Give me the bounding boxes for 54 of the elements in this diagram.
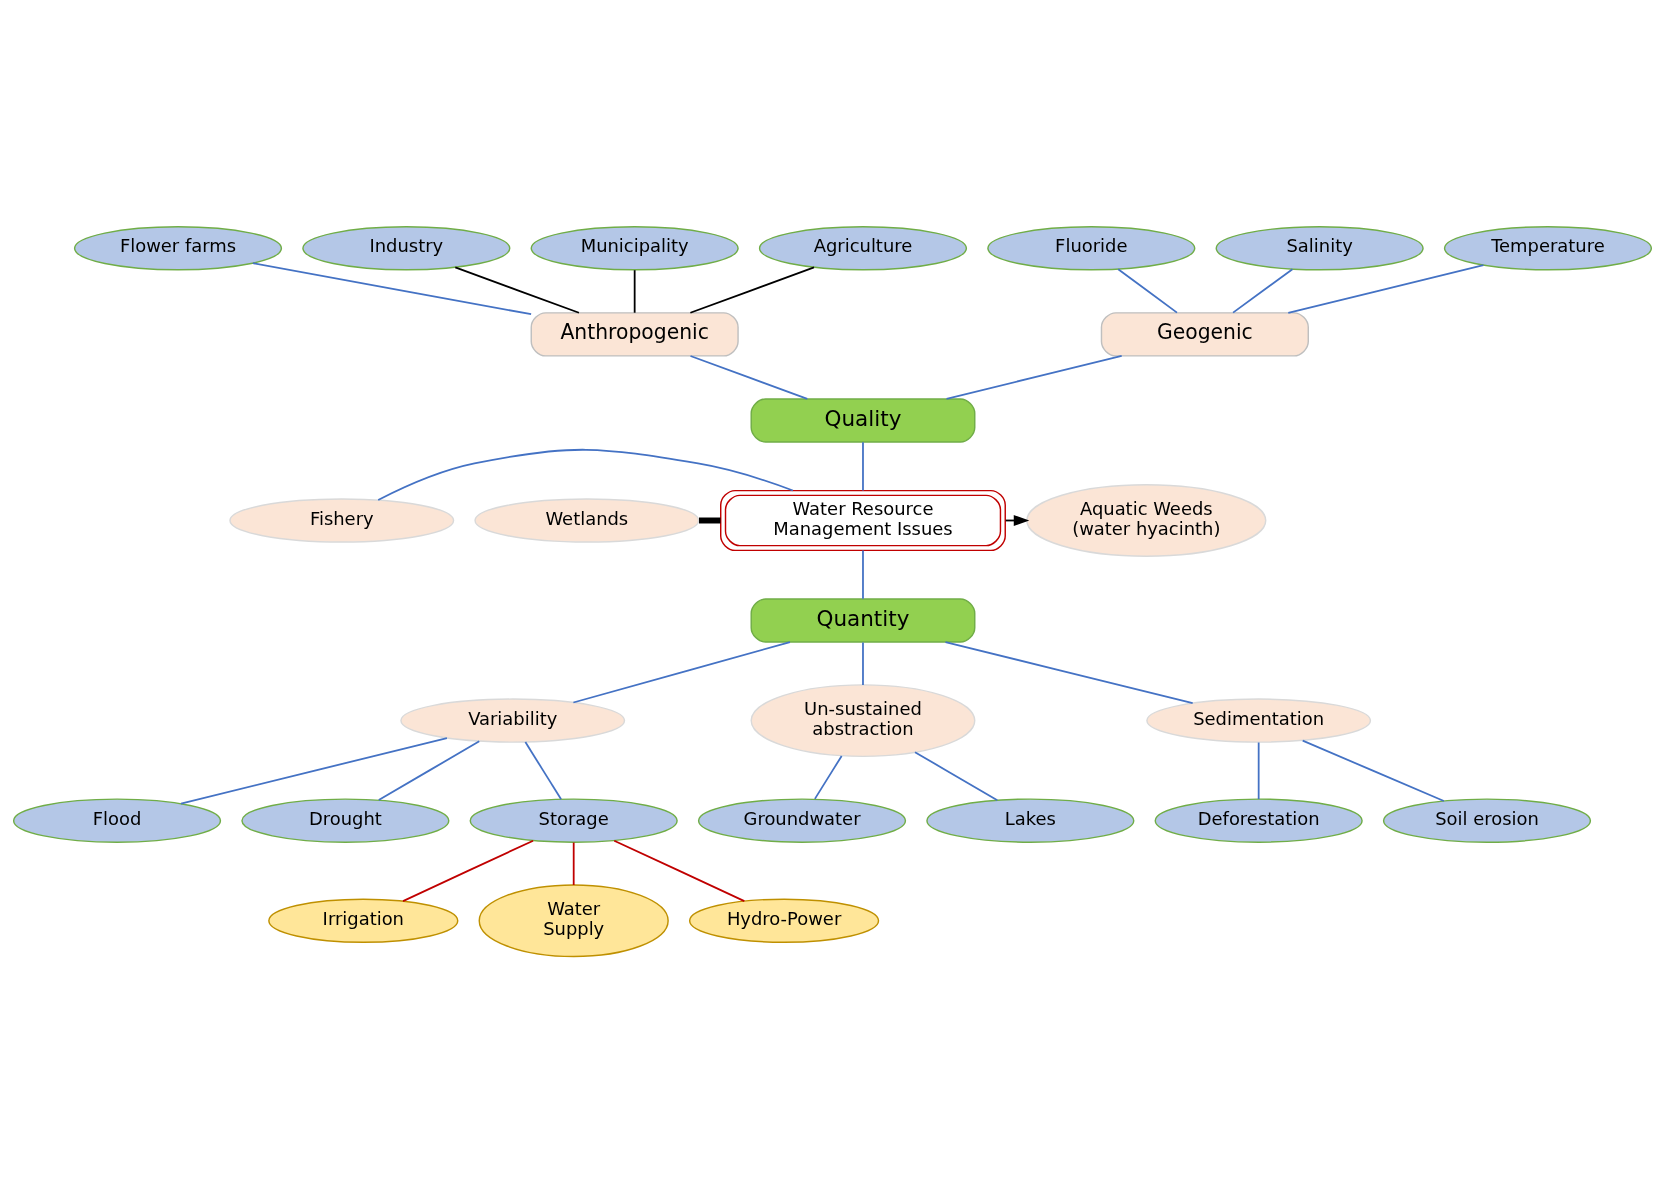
connector: [862, 549, 864, 600]
connector: [944, 640, 1194, 704]
node-ellipse: Irrigation: [268, 898, 459, 943]
node-ellipse: Fishery: [229, 497, 455, 543]
node-ellipse: Wetlands: [474, 497, 700, 543]
node-ellipse: Variability: [400, 697, 626, 743]
node-box: Geogenic: [1100, 311, 1309, 357]
node-ellipse: Flower farms: [73, 225, 283, 271]
node-ellipse: Temperature: [1443, 225, 1653, 271]
connector: [377, 448, 794, 501]
node-ellipse: Agriculture: [758, 225, 968, 271]
connector: [1257, 741, 1260, 800]
node-ellipse: Hydro-Power: [688, 898, 880, 943]
node-ellipse: Drought: [241, 797, 450, 843]
node-box: Anthropogenic: [530, 311, 739, 357]
node-ellipse: Groundwater: [697, 797, 907, 843]
connector: [402, 839, 535, 902]
connector: [633, 268, 636, 314]
connector: [180, 736, 448, 805]
connector: [689, 354, 809, 400]
connector: [699, 517, 721, 523]
node-ellipse: Lakes: [926, 797, 1135, 843]
node-ellipse: Un-sustained abstraction: [750, 683, 976, 757]
connector: [914, 750, 999, 801]
connector: [862, 641, 864, 686]
connector: [814, 754, 843, 800]
connector: [524, 740, 562, 800]
connector: [454, 266, 580, 314]
connector: [862, 440, 864, 491]
node-ellipse: Storage: [469, 797, 678, 843]
node-ellipse: Aquatic Weeds (water hyacinth): [1026, 483, 1267, 557]
connector: [1117, 267, 1178, 313]
connector: [252, 261, 532, 315]
node-box: Quality: [750, 397, 976, 443]
connector: [572, 841, 575, 886]
node-ellipse: Municipality: [530, 225, 739, 271]
connector: [377, 739, 481, 801]
node-box: Water Resource Management Issues: [720, 489, 1006, 551]
connector: [945, 354, 1123, 400]
node-ellipse: Industry: [302, 225, 511, 271]
node-ellipse: Deforestation: [1154, 797, 1363, 843]
connector: [1301, 739, 1445, 802]
connector: [613, 839, 746, 902]
node-ellipse: Water Supply: [478, 883, 669, 957]
node-ellipse: Salinity: [1215, 225, 1424, 271]
node-ellipse: Sedimentation: [1146, 697, 1372, 743]
node-ellipse: Fluoride: [987, 225, 1196, 271]
connector: [572, 640, 791, 703]
connector: [1232, 267, 1294, 313]
node-ellipse: Flood: [12, 797, 222, 843]
node-ellipse: Soil erosion: [1382, 797, 1592, 843]
connector: [1287, 263, 1485, 314]
node-box: Quantity: [750, 597, 976, 643]
connector: [689, 266, 815, 314]
